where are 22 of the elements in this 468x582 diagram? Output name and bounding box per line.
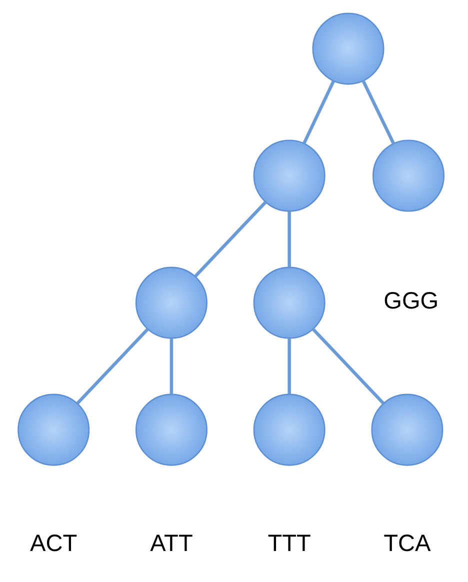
node-circle <box>135 394 208 466</box>
node-label: GGG <box>384 288 439 314</box>
node-circle <box>135 266 208 339</box>
node-circle <box>18 394 90 466</box>
connector <box>194 201 267 278</box>
connector <box>362 80 395 144</box>
node-label: ATT <box>150 530 193 556</box>
connector <box>170 338 174 394</box>
node-circle <box>372 140 445 212</box>
connector <box>302 80 335 144</box>
node-label: TTT <box>268 530 311 556</box>
connector <box>76 328 149 404</box>
node-label: TCA <box>384 530 431 556</box>
connector <box>312 328 385 404</box>
node-circle <box>253 394 326 466</box>
node-label: ACT <box>30 530 78 556</box>
connector <box>288 338 291 394</box>
node-circle <box>253 140 326 212</box>
connector <box>288 211 291 268</box>
node-circle <box>253 266 326 339</box>
node-circle <box>312 12 384 85</box>
node-circle <box>371 394 444 466</box>
